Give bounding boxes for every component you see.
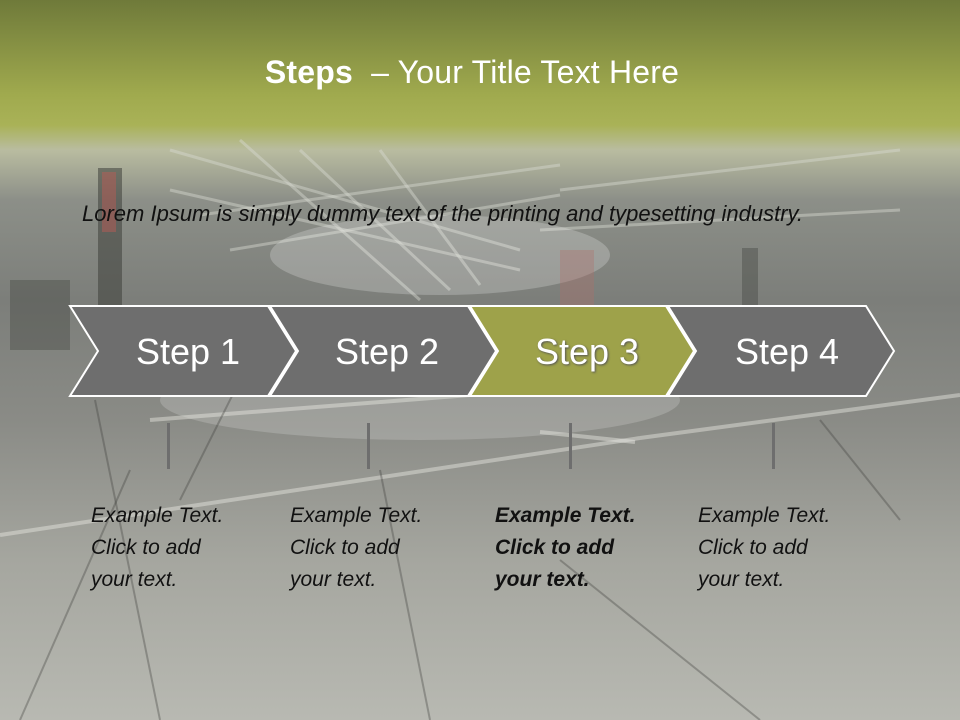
step-1-description[interactable]: Example Text. Click to add your text. [91, 500, 261, 596]
step-1-connector [167, 423, 170, 469]
step-2-shape [268, 305, 498, 397]
step-1-chevron[interactable]: Step 1 [68, 305, 298, 397]
title-bold: Steps [264, 54, 353, 90]
step-3-chevron[interactable]: Step 3 [468, 305, 696, 397]
step-3-shape [468, 305, 696, 397]
step-4-chevron[interactable]: Step 4 [666, 305, 896, 397]
desc-line: Click to add [698, 536, 808, 559]
step-4-shape [666, 305, 896, 397]
step-4-label: Step 4 [735, 331, 839, 372]
step-4-description[interactable]: Example Text. Click to add your text. [698, 500, 868, 596]
title-rest: – Your Title Text Here [371, 54, 680, 90]
desc-line: Example Text. [290, 504, 423, 527]
desc-line: Click to add [290, 536, 400, 559]
desc-line: Example Text. [91, 504, 224, 527]
step-1-label: Step 1 [136, 331, 240, 372]
step-3-connector [569, 423, 572, 469]
step-4-connector [772, 423, 775, 469]
desc-line: Click to add [495, 536, 615, 559]
step-2-label: Step 2 [335, 331, 439, 372]
desc-line: Example Text. [495, 504, 636, 527]
intro-text[interactable]: Lorem Ipsum is simply dummy text of the … [82, 201, 804, 226]
step-3-description[interactable]: Example Text. Click to add your text. [495, 500, 665, 596]
desc-line: your text. [290, 568, 377, 591]
desc-line: your text. [698, 568, 785, 591]
desc-line: your text. [91, 568, 178, 591]
desc-line: Click to add [91, 536, 201, 559]
desc-line: your text. [495, 568, 590, 591]
desc-line: Example Text. [698, 504, 831, 527]
step-2-connector [367, 423, 370, 469]
step-2-chevron[interactable]: Step 2 [268, 305, 498, 397]
step-3-label: Step 3 [535, 331, 639, 372]
step-1-shape [68, 305, 298, 397]
slide-title[interactable]: Steps – Your Title Text Here [0, 54, 944, 91]
step-2-description[interactable]: Example Text. Click to add your text. [290, 500, 460, 596]
